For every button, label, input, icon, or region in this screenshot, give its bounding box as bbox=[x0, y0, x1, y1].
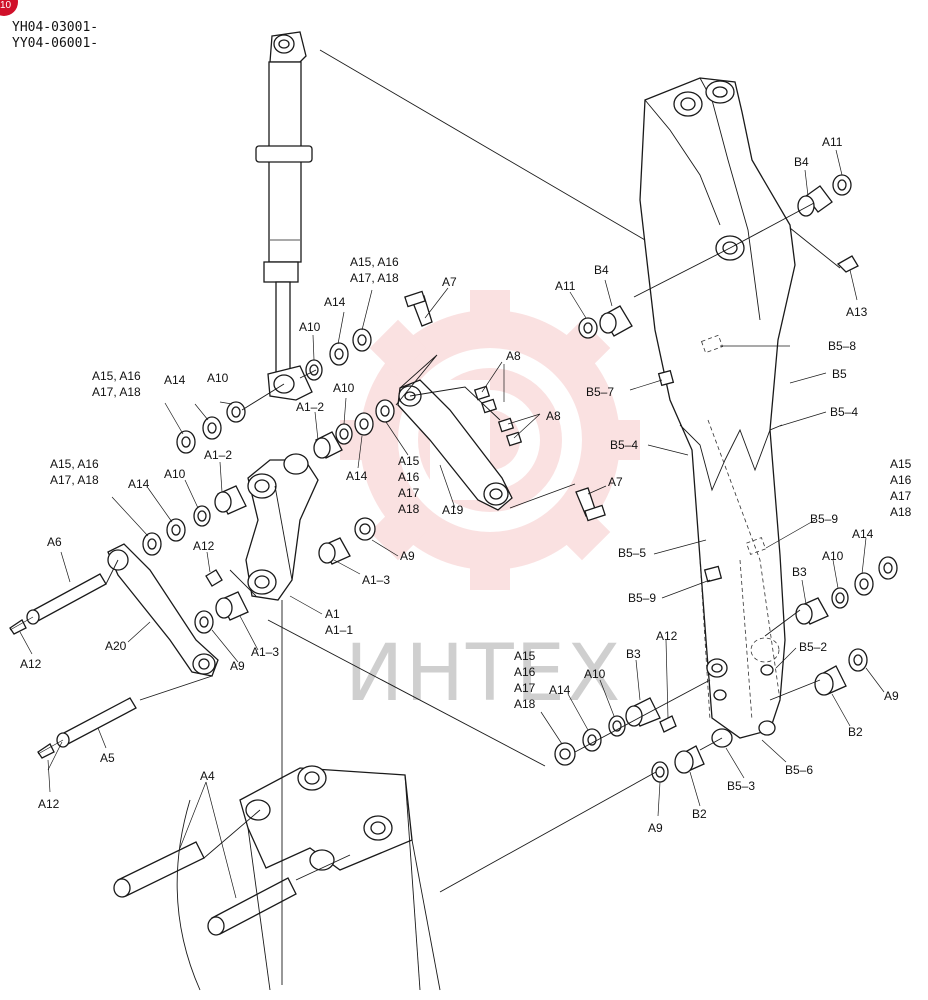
link-a1 bbox=[245, 453, 319, 601]
label-a10-center: A10 bbox=[333, 381, 355, 395]
label-a14-bottom: A14 bbox=[549, 683, 571, 697]
pin-a6 bbox=[9, 573, 107, 635]
label-a12-mid: A12 bbox=[656, 629, 678, 643]
watermark-logo bbox=[340, 290, 640, 590]
label-a1-3-lower: A1–3 bbox=[251, 645, 279, 659]
label-a14-right: A14 bbox=[852, 527, 874, 541]
label-a9-left: A9 bbox=[230, 659, 245, 673]
label-a1-2-lower: A1–2 bbox=[204, 448, 232, 462]
serial-line-1: YH04-03001- bbox=[12, 20, 98, 35]
assembly-lines bbox=[9, 49, 841, 985]
bucket bbox=[176, 765, 441, 991]
label-a10-far-left: A10 bbox=[164, 467, 186, 481]
label-a1-3-center: A1–3 bbox=[362, 573, 390, 587]
label-b5-6: B5–6 bbox=[785, 763, 813, 777]
label-a12-upper: A12 bbox=[193, 539, 215, 553]
pin-a5 bbox=[37, 697, 137, 759]
label-a14-far-left: A14 bbox=[128, 477, 150, 491]
label-b5-2: B5–2 bbox=[799, 640, 827, 654]
label-b5-3: B5–3 bbox=[727, 779, 755, 793]
link-a19 bbox=[397, 379, 513, 511]
label-a8-lower: A8 bbox=[546, 409, 561, 423]
page-badge-text: 10 bbox=[0, 0, 12, 11]
watermark-text: ИНТЕХ bbox=[345, 629, 622, 719]
label-a11-mid: A11 bbox=[555, 279, 576, 293]
label-a9-center: A9 bbox=[400, 549, 415, 563]
label-a10-right: A10 bbox=[822, 549, 844, 563]
page-badge-icon bbox=[0, 0, 18, 16]
label-a12-bottom: A12 bbox=[38, 797, 60, 811]
label-a10-top: A10 bbox=[299, 320, 321, 334]
pin-a4-lower bbox=[207, 877, 297, 936]
bucket-cylinder bbox=[255, 31, 313, 401]
label-b4-mid: B4 bbox=[594, 263, 609, 277]
label-b2-right: B2 bbox=[848, 725, 863, 739]
label-b5-9-left: B5–9 bbox=[628, 591, 656, 605]
label-b2-bottom: B2 bbox=[692, 807, 707, 821]
label-b5: B5 bbox=[832, 367, 847, 381]
label-a7-top: A7 bbox=[442, 275, 457, 289]
label-a12-left: A12 bbox=[20, 657, 42, 671]
label-a13: A13 bbox=[846, 305, 868, 319]
label-b5-9-right: B5–9 bbox=[810, 512, 838, 526]
label-a4: A4 bbox=[200, 769, 215, 783]
label-b5-4-left: B5–4 bbox=[610, 438, 638, 452]
label-a19: A19 bbox=[442, 503, 464, 517]
arm-b5 bbox=[639, 77, 796, 748]
label-a10-bottom: A10 bbox=[584, 667, 606, 681]
label-b5-8: B5–8 bbox=[828, 339, 856, 353]
label-b5-7: B5–7 bbox=[586, 385, 614, 399]
small-parts bbox=[142, 174, 898, 783]
pin-a4-upper bbox=[113, 841, 205, 898]
label-a1-2-upper: A1–2 bbox=[296, 400, 324, 414]
label-a10-left: A10 bbox=[207, 371, 229, 385]
label-b5-4-right: B5–4 bbox=[830, 405, 858, 419]
label-a14-top: A14 bbox=[324, 295, 346, 309]
label-b3-bottom: B3 bbox=[626, 647, 641, 661]
label-a9-bottom: A9 bbox=[648, 821, 663, 835]
link-a20 bbox=[107, 543, 219, 677]
label-a7-mid: A7 bbox=[608, 475, 623, 489]
label-a14-left: A14 bbox=[164, 373, 186, 387]
serial-line-2: YY04-06001- bbox=[12, 36, 98, 51]
label-a9-right: A9 bbox=[884, 689, 899, 703]
label-a14-center: A14 bbox=[346, 469, 368, 483]
label-b4-top: B4 bbox=[794, 155, 809, 169]
label-a11-top: A11 bbox=[822, 135, 843, 149]
label-a5: A5 bbox=[100, 751, 115, 765]
label-a6: A6 bbox=[47, 535, 62, 549]
label-a20: A20 bbox=[105, 639, 127, 653]
label-a8-upper: A8 bbox=[506, 349, 521, 363]
label-b5-5: B5–5 bbox=[618, 546, 646, 560]
label-b3-right: B3 bbox=[792, 565, 807, 579]
leader-lines bbox=[19, 149, 885, 899]
